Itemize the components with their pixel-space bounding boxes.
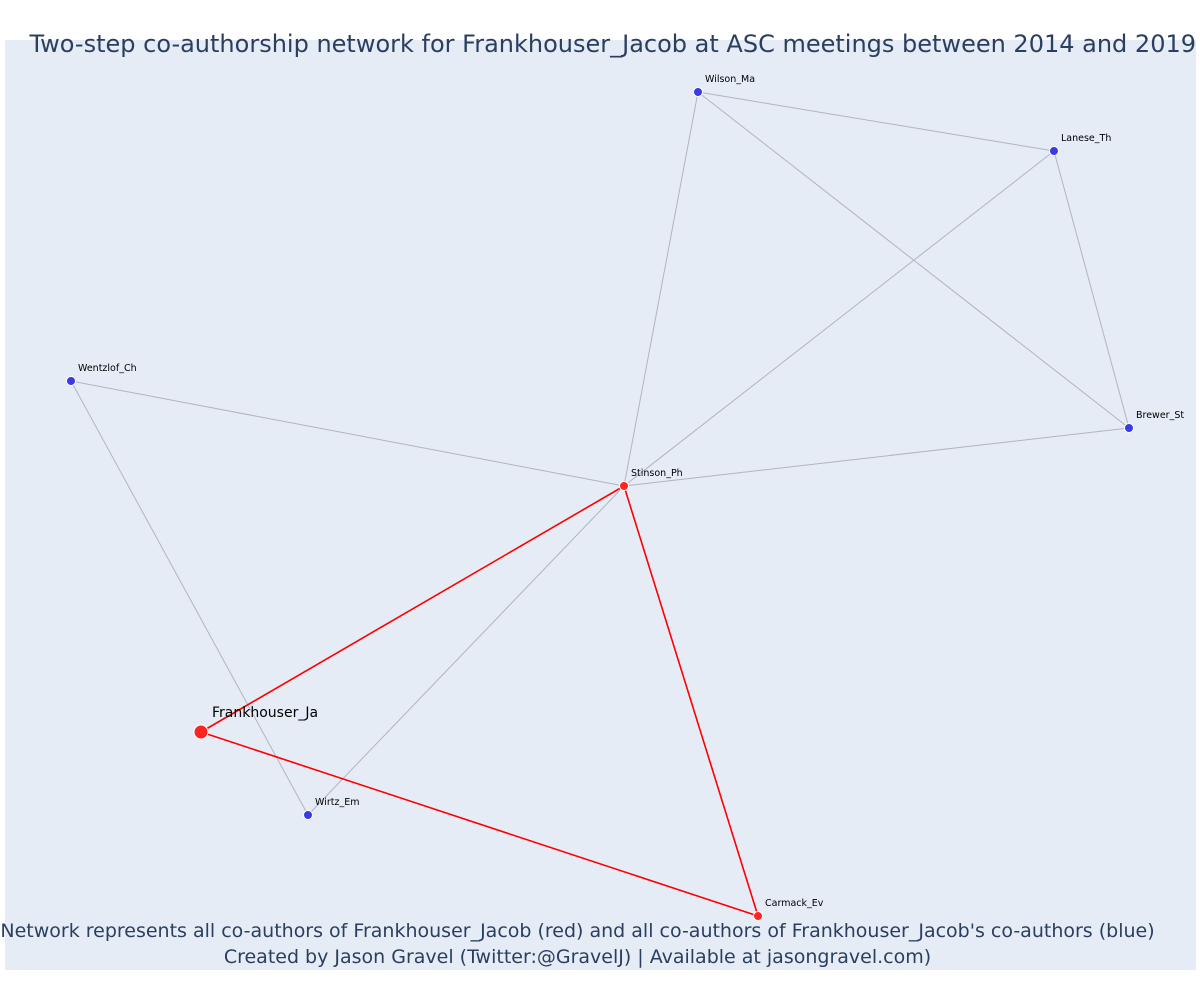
node-label-Brewer_St: Brewer_St [1136,410,1184,421]
node-Stinson_Ph[interactable] [619,481,629,491]
edge-Wentzlof_Ch-Wirtz_Em [70,380,309,816]
node-Brewer_St[interactable] [1124,423,1134,433]
edge-Wentzlof_Ch-Stinson_Ph [70,380,625,487]
node-label-Wirtz_Em: Wirtz_Em [315,797,359,808]
footer-line-legend: Network represents all co-authors of Fra… [0,920,1155,942]
edge-Brewer_St-Stinson_Ph [623,427,1130,487]
edges-layer [70,91,1130,917]
node-Wilson_Ma[interactable] [693,87,703,97]
node-Wentzlof_Ch[interactable] [66,376,76,386]
node-Frankhouser_Ja[interactable] [193,724,209,740]
node-Lanese_Th[interactable] [1049,146,1059,156]
edge-Wilson_Ma-Lanese_Th [697,91,1055,152]
node-label-Carmack_Ev: Carmack_Ev [765,898,824,909]
node-label-Lanese_Th: Lanese_Th [1061,133,1111,144]
nodes-layer [66,87,1134,921]
edge-Lanese_Th-Brewer_St [1053,150,1130,429]
edge-Lanese_Th-Stinson_Ph [623,150,1055,487]
edge-Wilson_Ma-Stinson_Ph [623,91,699,487]
node-label-Frankhouser_Ja: Frankhouser_Ja [212,705,318,721]
node-label-Wentzlof_Ch: Wentzlof_Ch [78,363,137,374]
chart-title: Two-step co-authorship network for Frank… [29,30,1196,58]
edge-Frankhouser_Ja-Stinson_Ph [200,485,625,733]
edge-Wirtz_Em-Stinson_Ph [307,485,625,816]
node-label-Wilson_Ma: Wilson_Ma [705,74,755,85]
chart-footer: Network represents all co-authors of Fra… [0,918,1155,970]
node-Wirtz_Em[interactable] [303,810,313,820]
footer-line-credit: Created by Jason Gravel (Twitter:@Gravel… [223,946,932,968]
node-Carmack_Ev[interactable] [753,911,763,921]
node-label-Stinson_Ph: Stinson_Ph [631,468,683,479]
edge-Frankhouser_Ja-Carmack_Ev [200,731,759,917]
edge-Stinson_Ph-Carmack_Ev [623,485,759,917]
